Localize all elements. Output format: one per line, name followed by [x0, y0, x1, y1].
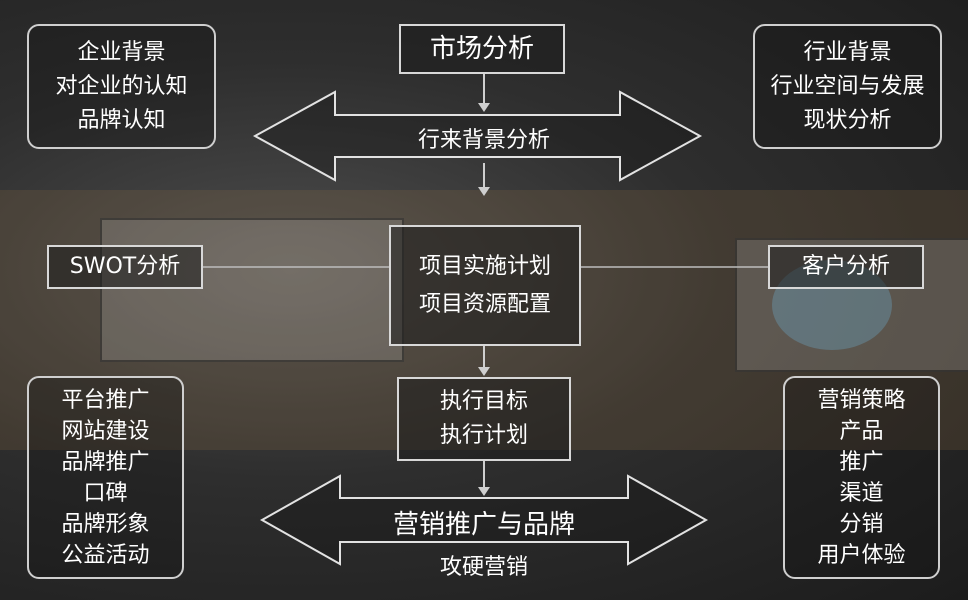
market-analysis-box: 市场分析 [399, 24, 565, 74]
marketing-strategy-item: 营销策略 [817, 387, 906, 413]
company-background-item: 品牌认知 [77, 107, 166, 133]
project-plan-item: 项目实施计划 [418, 253, 551, 279]
marketing-strategy-item: 推广 [839, 449, 884, 475]
company-background-box: 企业背景 对企业的认知 品牌认知 [27, 24, 216, 149]
promotion-title-label: 营销推广与品牌 [392, 510, 575, 540]
project-plan-item: 项目资源配置 [418, 291, 551, 317]
company-background-item: 企业背景 [77, 39, 166, 65]
platform-promotion-item: 公益活动 [61, 542, 150, 568]
marketing-strategy-item: 用户体验 [817, 542, 906, 568]
industry-background-item: 行业背景 [803, 39, 892, 65]
customer-analysis-label: 客户分析 [801, 254, 890, 279]
industry-background-box: 行业背景 行业空间与发展 现状分析 [753, 24, 942, 149]
project-plan-box: 项目实施计划 项目资源配置 [389, 225, 581, 346]
platform-promotion-item: 品牌推广 [61, 449, 150, 475]
execution-item: 执行目标 [439, 389, 528, 414]
marketing-strategy-box: 营销策略 产品 推广 渠道 分销 用户体验 [783, 376, 940, 579]
double-arrow-promotion [259, 474, 709, 566]
execution-box: 执行目标 执行计划 [397, 377, 571, 461]
connector-arrowhead [478, 187, 490, 196]
company-background-item: 对企业的认知 [55, 73, 188, 99]
customer-analysis-box: 客户分析 [768, 245, 924, 289]
connector-arrowhead [478, 487, 490, 496]
connector-arrowhead [478, 367, 490, 376]
industry-background-item: 现状分析 [803, 107, 892, 133]
marketing-strategy-item: 渠道 [839, 480, 884, 506]
platform-promotion-item: 口碑 [83, 480, 128, 506]
execution-item: 执行计划 [439, 423, 528, 448]
industry-analysis-label: 行来背景分析 [417, 128, 550, 153]
double-arrow-industry [252, 90, 703, 182]
swot-box: SWOT分析 [47, 245, 203, 289]
platform-promotion-item: 平台推广 [61, 387, 150, 413]
promotion-sub-label: 攻硬营销 [439, 555, 528, 580]
market-analysis-label: 市场分析 [429, 34, 534, 64]
connector-arrowhead [478, 103, 490, 112]
platform-promotion-box: 平台推广 网站建设 品牌推广 口碑 品牌形象 公益活动 [27, 376, 184, 579]
monitor-shape-left [100, 218, 404, 362]
platform-promotion-item: 网站建设 [61, 418, 150, 444]
marketing-strategy-item: 产品 [839, 418, 884, 444]
platform-promotion-item: 品牌形象 [61, 511, 150, 537]
marketing-strategy-item: 分销 [839, 511, 884, 537]
industry-background-item: 行业空间与发展 [770, 73, 925, 99]
swot-label: SWOT分析 [69, 254, 181, 279]
